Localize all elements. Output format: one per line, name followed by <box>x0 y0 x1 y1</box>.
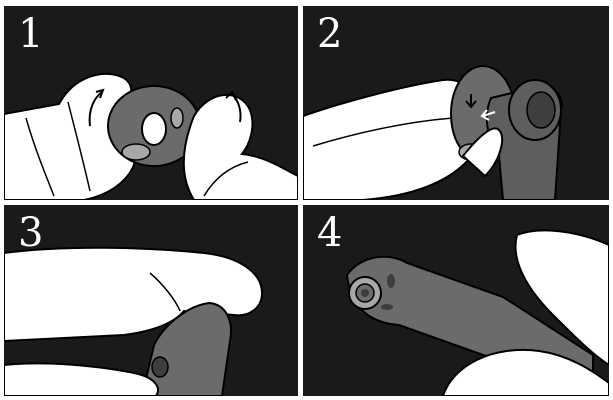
step-panel-4: 4 <box>303 205 609 396</box>
step-number-2: 2 <box>317 10 342 58</box>
tip-center-hole <box>142 113 166 145</box>
step-1-illustration <box>4 6 298 200</box>
step-number-3: 3 <box>18 209 43 257</box>
step-panel-2: 2 <box>303 6 609 200</box>
step-number-1: 1 <box>18 10 43 58</box>
step-panel-3: 3 <box>4 205 298 396</box>
step-panel-1: 1 <box>4 6 298 200</box>
step-3-illustration <box>4 205 298 396</box>
step-2-illustration <box>303 6 609 200</box>
step-number-4: 4 <box>317 209 342 257</box>
step-4-illustration <box>303 205 609 396</box>
